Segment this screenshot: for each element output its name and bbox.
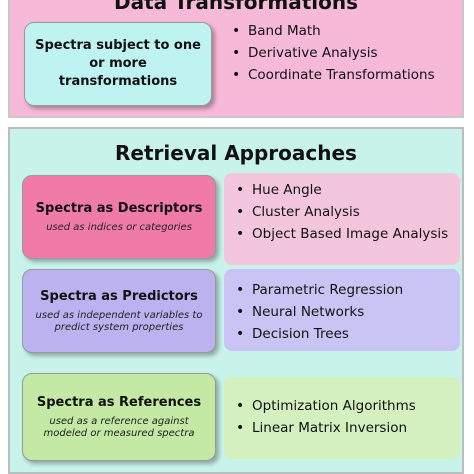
references-item: Linear Matrix Inversion: [234, 419, 454, 438]
references-subtitle: used as a reference against modeled or m…: [43, 416, 195, 439]
data-transformations-panel: Data Transformations Spectra subject to …: [8, 0, 464, 118]
references-item: Optimization Algorithms: [234, 397, 454, 416]
transformations-item: Band Math: [230, 22, 450, 41]
descriptors-item: Hue Angle: [234, 181, 454, 200]
retrieval-approaches-title: Retrieval Approaches: [115, 141, 357, 165]
predictors-list: Parametric Regression Neural Networks De…: [234, 281, 454, 347]
descriptors-title: Spectra as Descriptors: [35, 201, 203, 216]
references-title: Spectra as References: [36, 395, 202, 410]
predictors-title: Spectra as Predictors: [40, 289, 198, 304]
predictors-list-box: Parametric Regression Neural Networks De…: [224, 269, 460, 351]
predictors-item: Neural Networks: [234, 303, 454, 322]
retrieval-approaches-panel: Retrieval Approaches Spectra as Descript…: [8, 127, 464, 474]
predictors-subtitle: used as independent variables to predict…: [35, 310, 203, 333]
transformations-item: Derivative Analysis: [230, 44, 450, 63]
data-transformations-title: Data Transformations: [113, 0, 358, 14]
predictors-item: Decision Trees: [234, 325, 454, 344]
descriptors-subtitle: used as indices or categories: [46, 222, 192, 233]
references-list-box: Optimization Algorithms Linear Matrix In…: [224, 377, 460, 459]
descriptors-item: Object Based Image Analysis: [234, 225, 454, 244]
descriptors-box: Spectra as Descriptors used as indices o…: [22, 175, 216, 259]
transformations-source-title: Spectra subject to one or more transform…: [35, 38, 201, 89]
transformations-list-box: Band Math Derivative Analysis Coordinate…: [220, 18, 456, 108]
transformations-item: Coordinate Transformations: [230, 66, 450, 85]
transformations-source-box: Spectra subject to one or more transform…: [24, 22, 212, 106]
predictors-item: Parametric Regression: [234, 281, 454, 300]
descriptors-list-box: Hue Angle Cluster Analysis Object Based …: [224, 173, 460, 265]
transformations-list: Band Math Derivative Analysis Coordinate…: [230, 22, 450, 88]
descriptors-list: Hue Angle Cluster Analysis Object Based …: [234, 181, 454, 247]
descriptors-item: Cluster Analysis: [234, 203, 454, 222]
references-box: Spectra as References used as a referenc…: [22, 373, 216, 461]
predictors-box: Spectra as Predictors used as independen…: [22, 269, 216, 353]
references-list: Optimization Algorithms Linear Matrix In…: [234, 397, 454, 441]
